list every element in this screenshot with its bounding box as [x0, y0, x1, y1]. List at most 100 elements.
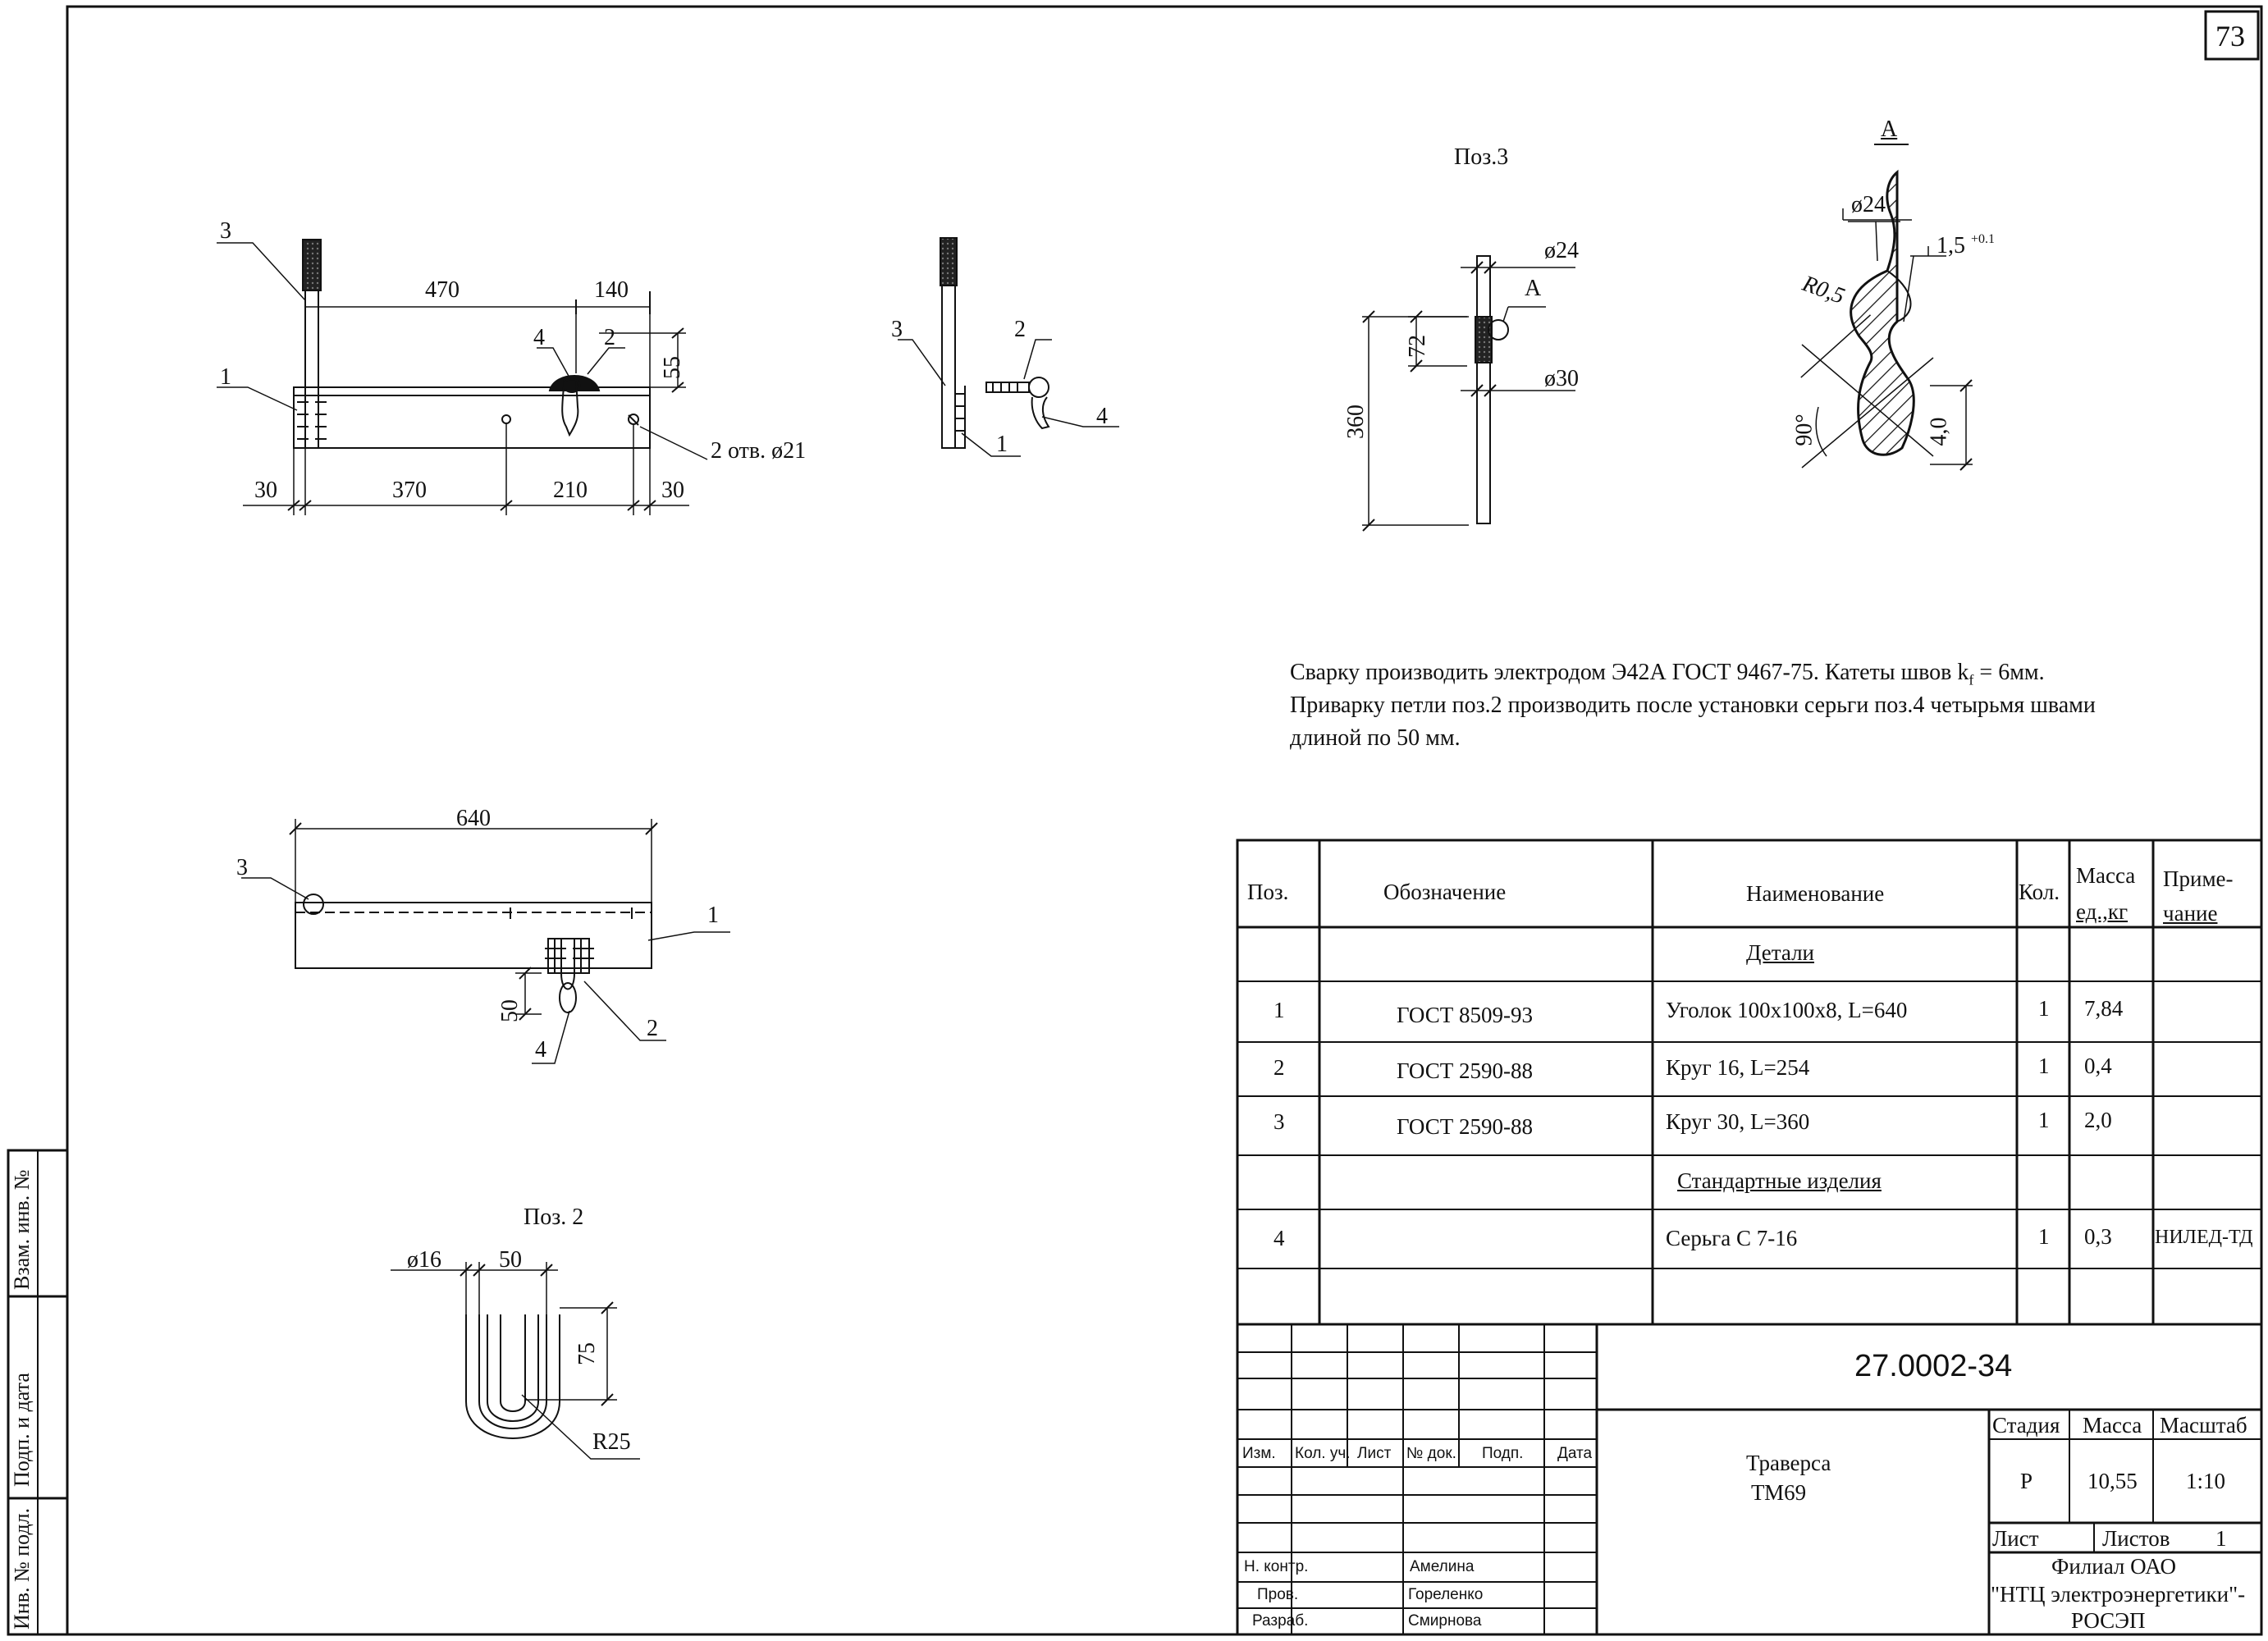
- spec-header-mass-2: ед.,кг: [2076, 899, 2129, 924]
- poz3-ref-a: А: [1525, 276, 1542, 301]
- sheets-label: Листов: [2102, 1526, 2170, 1551]
- stamp-podp-data: Подп. и дата: [10, 1373, 34, 1487]
- main-dim-30b: 30: [661, 478, 684, 503]
- sign-name-1: Амелина: [1410, 1558, 1475, 1575]
- detail-a-dim-d24: ø24: [1851, 192, 1886, 217]
- main-dim-470: 470: [425, 277, 460, 303]
- spec-section-standard: Стандартные изделия: [1677, 1168, 1882, 1193]
- spec-row-3-mass: 2,0: [2084, 1108, 2112, 1132]
- poz2-dim-d16: ø16: [407, 1247, 441, 1273]
- note-line-1: Сварку производить электродом Э42А ГОСТ …: [1290, 661, 2045, 688]
- rev-header-doc: № док.: [1406, 1445, 1456, 1462]
- detail-a-dim-40: 4,0: [1926, 417, 1952, 446]
- main-angle-bar: [293, 386, 651, 449]
- spec-row-1-designation: ГОСТ 8509-93: [1397, 1003, 1534, 1027]
- title-line-2: ТМ69: [1751, 1480, 1807, 1505]
- main-callout-3: 3: [220, 218, 231, 244]
- sheets-value: 1: [2215, 1526, 2227, 1551]
- spec-row-3-name: Круг 30, L=360: [1666, 1109, 1810, 1134]
- detail-a-title: А: [1881, 117, 1898, 142]
- spec-section-parts: Детали: [1746, 940, 1815, 965]
- plan-callout-2: 2: [647, 1016, 658, 1041]
- spec-row-4-qty: 1: [2038, 1224, 2050, 1249]
- side-stamp-box: [7, 1149, 69, 1636]
- stamp-inv-podl: Инв. № подл.: [10, 1507, 34, 1630]
- spec-row-4-note: НИЛЕД-ТД: [2155, 1227, 2253, 1248]
- side-view: [898, 237, 1119, 457]
- note-line-1-text: Сварку производить электродом Э42А ГОСТ …: [1290, 660, 1969, 685]
- sign-role-3: Разраб.: [1252, 1612, 1309, 1630]
- main-callout-4: 4: [533, 325, 545, 350]
- note-line-2: Приварку петли поз.2 производить после у…: [1290, 693, 2096, 718]
- spec-row-3-pos: 3: [1273, 1109, 1285, 1134]
- plan-view: [241, 819, 730, 1064]
- sign-name-3: Смирнова: [1408, 1612, 1482, 1630]
- thread-profile: [1850, 169, 1915, 456]
- spec-header-note-1: Приме-: [2163, 866, 2234, 891]
- mass-label: Масса: [2083, 1413, 2142, 1438]
- rev-header-kol: Кол. уч.: [1295, 1445, 1351, 1462]
- spec-row-1-mass: 7,84: [2084, 996, 2124, 1021]
- poz2-dim-r25: R25: [592, 1429, 631, 1455]
- main-holes-label: 2 отв. ø21: [711, 438, 807, 464]
- main-callout-1: 1: [220, 364, 231, 390]
- spec-header-note-2: чание: [2163, 901, 2218, 926]
- spec-row-2-mass: 0,4: [2084, 1054, 2112, 1078]
- main-dim-210: 210: [553, 478, 588, 503]
- stage-label: Стадия: [1992, 1413, 2060, 1438]
- scale-label: Масштаб: [2160, 1413, 2247, 1438]
- spec-row-2-designation: ГОСТ 2590-88: [1397, 1058, 1534, 1083]
- title-line-1: Траверса: [1746, 1451, 1831, 1475]
- main-rod-thread: [302, 239, 322, 291]
- spec-row-4-mass: 0,3: [2084, 1224, 2112, 1249]
- main-dim-140: 140: [594, 277, 629, 303]
- main-dim-370: 370: [392, 478, 427, 503]
- rev-header-list: Лист: [1357, 1445, 1392, 1462]
- rev-header-sign: Подп.: [1482, 1445, 1524, 1462]
- poz3-dim-72: 72: [1405, 335, 1430, 358]
- page-number-box: [2204, 10, 2260, 61]
- detail-a-dim-15-tol: +0.1: [1971, 232, 1996, 246]
- main-callout-2: 2: [604, 325, 615, 350]
- poz2-view: [391, 1262, 640, 1460]
- side-callout-1: 1: [996, 432, 1008, 457]
- main-loop: [548, 375, 601, 391]
- spec-row-1-pos: 1: [1273, 998, 1285, 1022]
- org-line-1: Филиал ОАО: [2051, 1554, 2176, 1579]
- title-block-grid: [1236, 1323, 2263, 1636]
- spec-header-qty: Кол.: [2019, 880, 2060, 904]
- plan-dim-640: 640: [456, 806, 491, 831]
- spec-row-2-name: Круг 16, L=254: [1666, 1055, 1810, 1080]
- spec-row-3-designation: ГОСТ 2590-88: [1397, 1114, 1534, 1139]
- org-line-3: РОСЭП: [2071, 1608, 2146, 1633]
- plan-dim-50: 50: [497, 999, 523, 1022]
- sign-name-2: Гореленко: [1408, 1586, 1484, 1603]
- spec-header-designation: Обозначение: [1383, 880, 1507, 904]
- note-line-1-sub: f: [1968, 671, 1974, 688]
- detail-a-dim-angle: 90°: [1791, 414, 1818, 446]
- sign-role-2: Пров.: [1257, 1586, 1299, 1603]
- spec-row-4-pos: 4: [1273, 1226, 1285, 1250]
- main-dim-55: 55: [660, 356, 685, 379]
- plan-callout-3: 3: [236, 855, 248, 880]
- spec-row-3-qty: 1: [2038, 1108, 2050, 1132]
- spec-header-pos: Поз.: [1247, 880, 1289, 904]
- doc-number: 27.0002-34: [1854, 1349, 2013, 1383]
- side-callout-4: 4: [1096, 404, 1108, 429]
- spec-row-4-name: Серьга С 7-16: [1666, 1226, 1798, 1250]
- plan-callout-1: 1: [707, 903, 719, 928]
- spec-row-1-qty: 1: [2038, 996, 2050, 1021]
- main-shackle: [561, 378, 579, 437]
- note-line-3: длиной по 50 мм.: [1290, 725, 1461, 751]
- page-number: 73: [2215, 20, 2245, 53]
- spec-row-1-name: Уголок 100х100х8, L=640: [1666, 998, 1908, 1022]
- poz3-title: Поз.3: [1454, 144, 1509, 170]
- main-view: [217, 239, 708, 515]
- poz3-dim-d24: ø24: [1544, 238, 1579, 263]
- poz2-dim-75: 75: [574, 1342, 600, 1365]
- rev-header-date: Дата: [1557, 1445, 1593, 1462]
- spec-row-2-pos: 2: [1273, 1055, 1285, 1080]
- rev-header-izm: Изм.: [1242, 1445, 1276, 1462]
- detail-a-view: [1800, 144, 1973, 471]
